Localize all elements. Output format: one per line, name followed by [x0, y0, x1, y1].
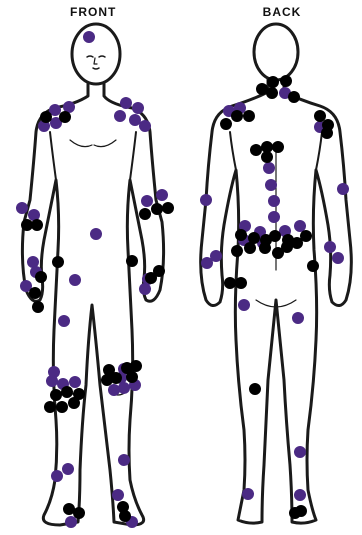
back-point-purple	[263, 162, 275, 174]
front-point-purple	[46, 375, 58, 387]
back-point-black	[250, 144, 262, 156]
back-point-purple	[242, 488, 254, 500]
back-point-black	[220, 118, 232, 130]
front-point-black	[126, 255, 138, 267]
back-point-purple	[324, 241, 336, 253]
front-point-black	[50, 389, 62, 401]
back-point-purple	[294, 489, 306, 501]
front-point-black	[52, 256, 64, 268]
front-face	[87, 56, 105, 69]
back-point-black	[280, 75, 292, 87]
front-point-black	[61, 386, 73, 398]
back-point-purple	[265, 179, 277, 191]
front-point-black	[44, 401, 56, 413]
front-point-black	[162, 202, 174, 214]
back-point-black	[244, 242, 256, 254]
back-point-purple	[292, 312, 304, 324]
front-point-purple	[132, 102, 144, 114]
back-point-black	[281, 241, 293, 253]
front-point-purple	[141, 195, 153, 207]
back-point-black	[224, 277, 236, 289]
back-point-purple	[294, 446, 306, 458]
front-point-black	[130, 360, 142, 372]
back-point-purple	[200, 194, 212, 206]
back-point-black	[300, 230, 312, 242]
front-point-purple	[118, 382, 130, 394]
front-points	[16, 31, 174, 528]
back-point-black	[269, 230, 281, 242]
front-point-black	[145, 272, 157, 284]
back-point-black	[231, 110, 243, 122]
front-point-black	[68, 397, 80, 409]
front-point-purple	[139, 120, 151, 132]
front-point-purple	[62, 463, 74, 475]
back-point-black	[295, 505, 307, 517]
back-point-purple	[268, 195, 280, 207]
front-point-purple	[112, 489, 124, 501]
back-point-purple	[201, 257, 213, 269]
back-point-black	[231, 245, 243, 257]
front-point-black	[59, 111, 71, 123]
back-point-purple	[332, 252, 344, 264]
front-point-purple	[90, 228, 102, 240]
front-point-purple	[156, 189, 168, 201]
front-point-black	[56, 401, 68, 413]
front-point-black	[29, 287, 41, 299]
front-point-purple	[58, 315, 70, 327]
back-point-purple	[337, 183, 349, 195]
front-point-purple	[69, 376, 81, 388]
front-body-outline	[22, 83, 163, 525]
back-point-purple	[294, 220, 306, 232]
back-head-outline	[254, 24, 298, 80]
back-point-black	[288, 91, 300, 103]
front-head-outline	[72, 24, 120, 84]
front-point-black	[32, 301, 44, 313]
back-point-black	[261, 151, 273, 163]
back-point-black	[266, 87, 278, 99]
front-point-purple	[118, 454, 130, 466]
back-point-black	[314, 110, 326, 122]
front-point-black	[73, 507, 85, 519]
front-point-black	[40, 111, 52, 123]
back-point-black	[321, 127, 333, 139]
back-point-black	[272, 141, 284, 153]
front-point-purple	[16, 202, 28, 214]
front-point-black	[126, 371, 138, 383]
back-point-black	[307, 260, 319, 272]
front-point-purple	[51, 470, 63, 482]
front-point-black	[151, 203, 163, 215]
back-point-black	[267, 76, 279, 88]
front-point-black	[101, 374, 113, 386]
front-point-purple	[120, 97, 132, 109]
front-point-black	[139, 208, 151, 220]
front-point-purple	[114, 110, 126, 122]
front-point-black	[119, 510, 131, 522]
front-point-purple	[139, 283, 151, 295]
front-point-purple	[65, 516, 77, 528]
front-point-purple	[108, 384, 120, 396]
back-point-black	[259, 242, 271, 254]
front-point-purple	[83, 31, 95, 43]
back-point-purple	[268, 211, 280, 223]
back-point-black	[235, 277, 247, 289]
front-point-black	[31, 219, 43, 231]
back-point-black	[243, 110, 255, 122]
back-point-purple	[238, 299, 250, 311]
front-point-purple	[69, 274, 81, 286]
back-figure	[201, 24, 352, 523]
front-point-purple	[129, 114, 141, 126]
front-point-black	[35, 271, 47, 283]
back-point-black	[249, 383, 261, 395]
back-point-black	[235, 229, 247, 241]
